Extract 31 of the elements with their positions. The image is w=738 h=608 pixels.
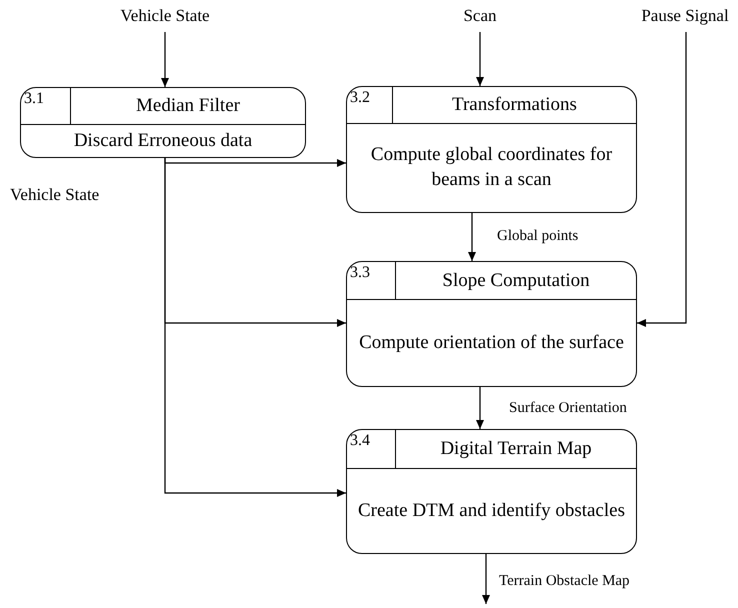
edge-label: Global points xyxy=(497,228,578,245)
process-number: 3.4 xyxy=(347,430,396,468)
process-title: Slope Computation xyxy=(441,270,591,292)
process-description: Compute global coordinates for beams in a scan xyxy=(370,143,614,192)
process-description: Discard Erroneous data xyxy=(72,128,254,153)
arrow xyxy=(468,213,476,261)
process-box xyxy=(346,429,637,554)
process-title: Digital Terrain Map xyxy=(439,438,593,460)
data-flow-label: Scan xyxy=(450,6,510,26)
arrow xyxy=(476,387,484,429)
process-number: 3.2 xyxy=(347,87,393,123)
data-flow-label: Vehicle State xyxy=(10,185,100,205)
data-flow-label: Pause Signal xyxy=(620,6,738,26)
process-box xyxy=(20,87,306,158)
arrow xyxy=(164,158,346,167)
data-flow-label: Vehicle State xyxy=(100,6,230,26)
arrow xyxy=(164,158,346,497)
edge-label: Surface Orientation xyxy=(509,400,627,417)
arrow xyxy=(482,554,490,604)
process-number: 3.1 xyxy=(21,88,71,124)
process-number: 3.3 xyxy=(347,262,396,299)
arrow xyxy=(637,32,687,327)
process-title: Median Filter xyxy=(135,95,241,117)
arrow xyxy=(476,32,484,86)
process-box xyxy=(346,86,637,213)
process-box xyxy=(346,261,637,387)
arrow xyxy=(161,32,169,87)
process-title: Transformations xyxy=(451,94,578,116)
process-description: Compute orientation of the surface xyxy=(358,330,625,355)
edge-label: Terrain Obstacle Map xyxy=(499,573,630,590)
process-description: Create DTM and identify obstacles xyxy=(357,498,626,523)
